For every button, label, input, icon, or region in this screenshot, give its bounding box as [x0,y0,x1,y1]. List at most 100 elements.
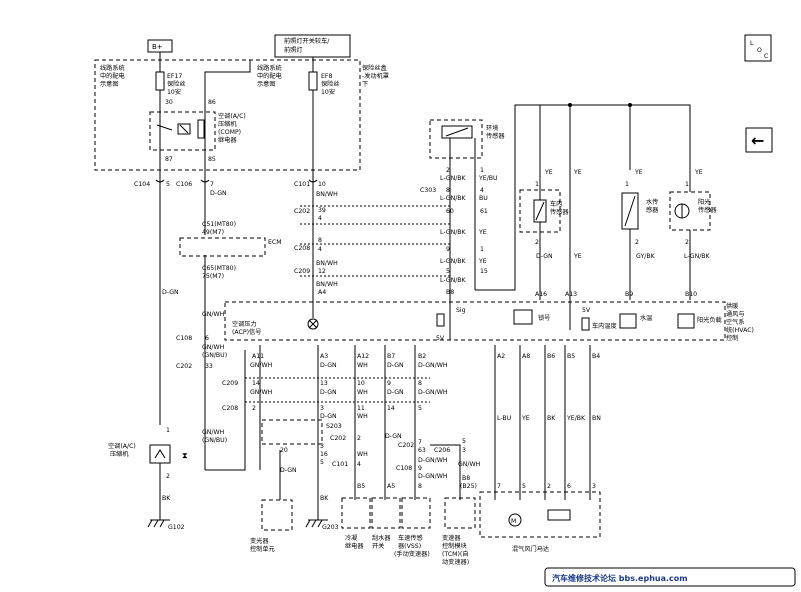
bplus-label: B+ [152,43,163,51]
c202-pin-left: 33 [205,363,213,370]
relay-label-3: (COMP) [218,129,241,136]
clutch-control-box [261,499,293,531]
c202-label-lower: C202 [330,435,346,442]
vss-label-3: (手动变速器) [394,550,430,558]
wire-bn: BN [592,415,601,422]
condenser-relay-box [341,497,371,529]
c51-label: C51(MT80) [202,221,236,228]
wire-lgnbk-3: L-GN/BK [440,229,467,236]
v5b-label: 5V [582,307,591,314]
c101-label: C101 [294,181,310,188]
sun-pin2: 2 [685,239,689,246]
pin-b6: B6 [547,353,555,360]
sun-load-label: 阳光负载 [697,316,722,324]
blend-door-motor-box [479,491,601,538]
c202-pin-63: 63 [418,447,426,454]
wire-gnbu: (GN/BU) [202,352,227,359]
wire-ye-sun: YE [694,169,703,176]
c51-pin: 49(M7) [202,229,224,236]
loc-button[interactable] [744,34,772,62]
ef8-amp: 10安 [321,88,335,96]
fuse-box-dashed [94,59,361,171]
pin-b5: B5 [567,353,575,360]
headlamp-switch-line1: 前照灯开关较车/ [284,37,330,45]
pin-1b: 1 [480,246,484,253]
v5-label: 5V [436,335,445,342]
c208-pin-8: 8 [318,237,322,244]
svg-text:M: M [511,518,516,525]
c65-pin: 75(M7) [202,273,224,280]
water-sensor: YE 1 水传 感器 2 GY/BK [621,169,659,300]
wire-dgn-c202: D-GN [385,433,402,440]
loc-c: C [764,53,768,60]
clutch-ctrl-label-2: 控制单元 [250,545,275,553]
fusebox-right-2: 中的配电 [257,72,282,80]
pin-b2: B2 [418,353,426,360]
c108-pin-9: 9 [418,465,422,472]
ef8-label: EF8 [321,73,332,80]
wire-ye-a8: YE [521,415,530,422]
wire-dgnwh-c202: D-GN/WH [418,457,448,464]
c108-label-lower: C108 [396,465,412,472]
watermark: 汽车维修技术论坛 bbs.ephua.com [544,567,796,587]
nav-icons: L O C ← [744,34,773,153]
wiper-label-2: 开关 [372,542,384,550]
c202-label-left: C202 [176,363,192,370]
wire-gnbu-2: (GN/BU) [202,437,227,444]
incar-temp-label: 车内温度 [592,322,617,330]
c209-label-center: C209 [294,268,310,275]
wire-gnwh-2: GN/WH [202,344,225,351]
fusebox-left-2: 中的配电 [100,72,125,80]
water-pin1: 1 [625,181,629,188]
wiper-label-1: 刮水器 [372,534,391,542]
fusebox-right-1: 线路系统 [257,64,282,72]
incar-pin1: 1 [535,181,539,188]
relay-pin-85: 85 [208,156,216,163]
c108-pin: 6 [205,335,209,342]
wire-ye-incar: YE [544,169,553,176]
wire-wh-c209: WH [357,389,368,396]
wire-yebu-1: YE/BU [478,175,498,182]
wire-wh-c208: WH [357,413,368,420]
wiper-switch-box [371,497,401,529]
loc-o: O [757,47,762,54]
tcm-box [444,497,476,529]
relay-label-4: 继电器 [218,136,237,144]
c108-label: C108 [176,335,192,342]
wire-lgnbk-sun: L-GN/BK [684,253,711,260]
ef8-desc: 保险丝 [321,80,340,88]
c208-pin-3: 3 [320,405,324,412]
pin-5b: 5 [446,268,450,275]
blend-door-label: 混气风门马达 [512,545,549,553]
incar-sensor: YE 1 车内 传感器 2 D-GN YE YE [519,169,582,300]
ref-label: 锁号 [538,314,550,322]
fuse-ef8 [308,71,318,91]
relay-label-2: 压缩机 [218,120,237,128]
relay-pin-86: 86 [208,99,216,106]
relay-label-1: 空调(A/C) [218,112,246,120]
back-button[interactable] [745,127,773,153]
center-wiring: C101 10 BN/WH C202 39 4 8 C208 4 BN/WH C… [294,179,450,330]
vss-box [401,497,431,529]
water-label-1: 水传 [646,198,658,206]
s203-pin-5: 5 [320,459,324,466]
c101-pin-4: 4 [357,461,361,468]
c303-label: C303 [420,187,436,194]
ambient-label-1: 环境 [486,124,498,132]
wire-dgn-c209b: D-GN [387,389,404,396]
condenser-label-1: 冷凝 [345,534,357,542]
c209-pin-10: 10 [357,380,365,387]
wire-dgnwh-c209: D-GN/WH [418,389,448,396]
wire-ye-water: YE [634,169,643,176]
wire-bk-1: BK [162,495,171,502]
wire-gnwh-c209: GN/WH [250,389,273,396]
wire-dgnwh-b2: D-GN/WH [418,362,448,369]
s203-pin-16: 16 [320,451,328,458]
c208-pin-14: 14 [387,405,395,412]
compressor-label-1: 空调(A/C) [108,442,136,450]
ef17-label: EF17 [167,73,182,80]
c208-label-center: C208 [294,245,310,252]
hvac-label-4: 统(HVAC) [726,326,754,334]
pin-b8: B8 [446,289,454,296]
